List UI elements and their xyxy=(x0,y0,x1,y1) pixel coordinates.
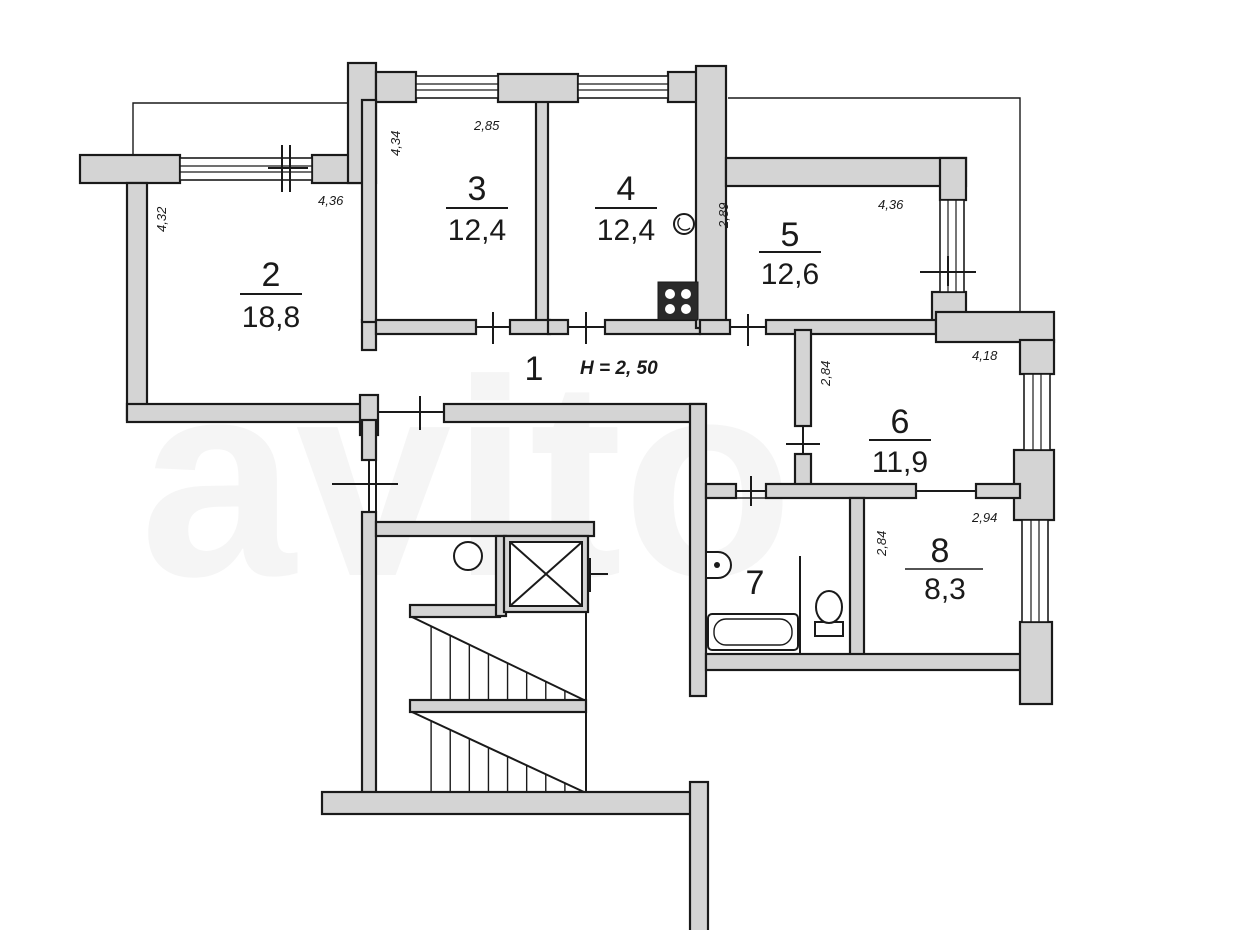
room-7-number: 7 xyxy=(746,564,765,602)
room-2-area: 18,8 xyxy=(242,301,300,334)
room-3-height-dim: 4,34 xyxy=(388,131,403,156)
balcony-right-outline xyxy=(728,97,1021,312)
elevator-shaft-icon xyxy=(502,534,590,614)
room-6-width-dim: 4,18 xyxy=(972,348,998,363)
room-4-area: 12,4 xyxy=(597,214,655,247)
room-2-width-dim: 4,36 xyxy=(318,193,344,208)
gas-boiler-icon xyxy=(673,213,695,235)
room-1-number: 1 xyxy=(525,350,544,388)
room-5-width-dim: 4,36 xyxy=(878,197,904,212)
room-4-number: 4 xyxy=(617,170,636,208)
bathroom-outline xyxy=(705,497,851,655)
toilet-icon xyxy=(814,590,844,637)
room-3-number: 3 xyxy=(468,170,487,208)
fixtures xyxy=(453,213,851,655)
room-6-height-dim: 2,84 xyxy=(818,361,833,387)
walls xyxy=(78,61,1056,930)
room-5-height-dim: 2,89 xyxy=(716,203,731,229)
stair-direction-line xyxy=(411,711,585,793)
room-labels: 2 18,8 3 12,4 4 12,4 5 12,6 1 H = 2, 50 … xyxy=(240,170,983,606)
bathtub-icon xyxy=(707,613,799,651)
room-8-height-dim: 2,84 xyxy=(874,531,889,557)
windows xyxy=(179,75,1051,623)
door-marks xyxy=(268,145,976,592)
stair-direction-line xyxy=(411,616,585,701)
room-5-area: 12,6 xyxy=(761,258,819,291)
room-8-area: 8,3 xyxy=(924,573,966,606)
stove-icon xyxy=(657,281,699,321)
sink-icon xyxy=(705,551,732,579)
dimension-labels: 4,32 4,36 4,34 2,85 2,89 4,36 2,84 4,18 … xyxy=(154,118,998,557)
room-2-number: 2 xyxy=(262,256,281,294)
balcony-left-outline xyxy=(132,102,350,156)
riser-icon xyxy=(453,541,483,571)
ceiling-height-label: H = 2, 50 xyxy=(580,358,658,379)
room-3-width-dim: 2,85 xyxy=(473,118,500,133)
staircase xyxy=(411,616,585,793)
room-6-area: 11,9 xyxy=(872,446,928,479)
room-6-number: 6 xyxy=(891,403,910,441)
room-5-number: 5 xyxy=(781,216,800,254)
room-2-height-dim: 4,32 xyxy=(154,206,169,232)
room-8-number: 8 xyxy=(931,532,950,570)
room-3-area: 12,4 xyxy=(448,214,506,247)
room-8-width-dim: 2,94 xyxy=(971,510,997,525)
